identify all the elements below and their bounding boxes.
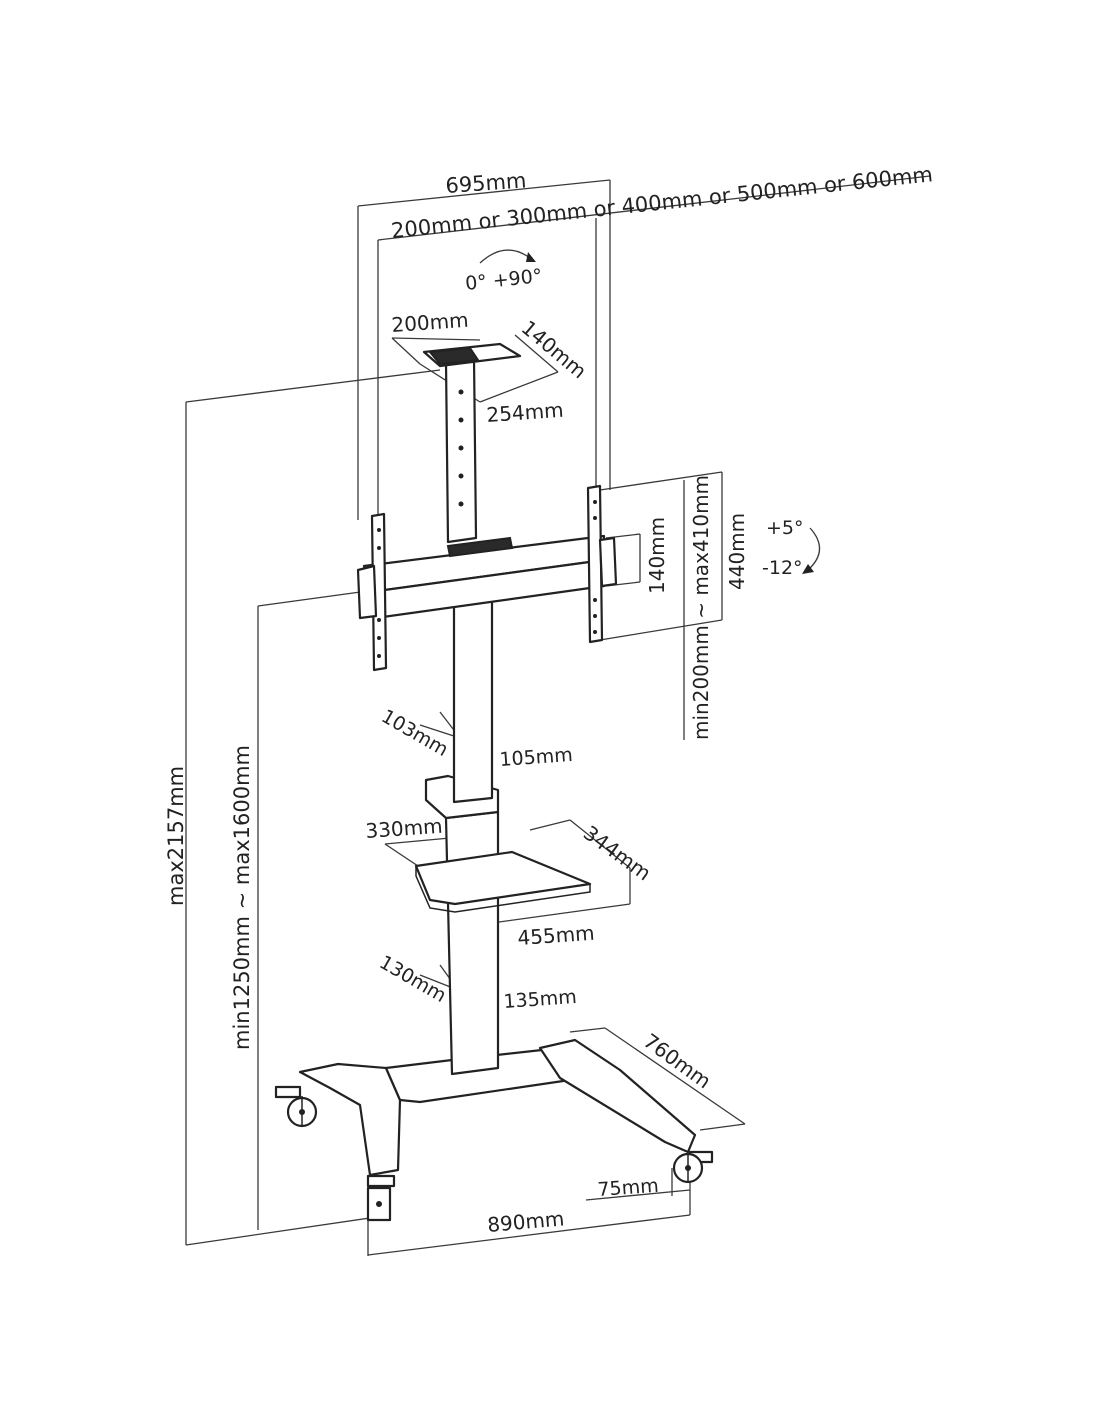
right-vesa-arm — [586, 484, 604, 644]
label-shelf-back-width: 455mm — [517, 921, 596, 950]
base-left-foot — [298, 1062, 402, 1177]
label-caster-width: 75mm — [597, 1175, 660, 1201]
label-bracket-height: 140mm — [645, 517, 669, 594]
label-upper-column-width: 105mm — [499, 744, 574, 771]
label-center-height-range: min1250mm ~ max1600mm — [230, 745, 254, 1050]
caster-back-left — [274, 1085, 318, 1128]
label-tilt-up: +5° — [766, 517, 804, 539]
label-vesa-heights: min200mm ~ max410mm — [689, 475, 713, 740]
label-shelf-front-width: 330mm — [365, 814, 444, 843]
caster-right — [672, 1150, 714, 1184]
label-lower-column-width: 135mm — [503, 986, 578, 1013]
lower-column — [444, 810, 500, 1076]
base-right-leg — [538, 1038, 697, 1154]
label-tilt-down: -12° — [762, 557, 803, 579]
label-top-tray-height: 254mm — [486, 398, 565, 427]
caster-front-left — [366, 1174, 396, 1222]
middle-shelf — [414, 850, 592, 906]
label-arm-height: 440mm — [725, 513, 749, 590]
label-lower-column-depth: 130mm — [376, 951, 450, 1007]
label-max-height: max2157mm — [164, 766, 188, 906]
label-overall-width: 695mm — [445, 168, 527, 198]
label-rotation: 0° +90° — [464, 265, 543, 295]
label-base-depth: 760mm — [639, 1029, 716, 1094]
upper-column — [452, 596, 494, 804]
left-vesa-arm — [370, 512, 388, 672]
label-shelf-depth: 344mm — [579, 821, 656, 886]
label-top-tray-width: 200mm — [391, 308, 470, 337]
dimension-lines — [185, 175, 931, 1256]
stand-body — [274, 342, 714, 1222]
